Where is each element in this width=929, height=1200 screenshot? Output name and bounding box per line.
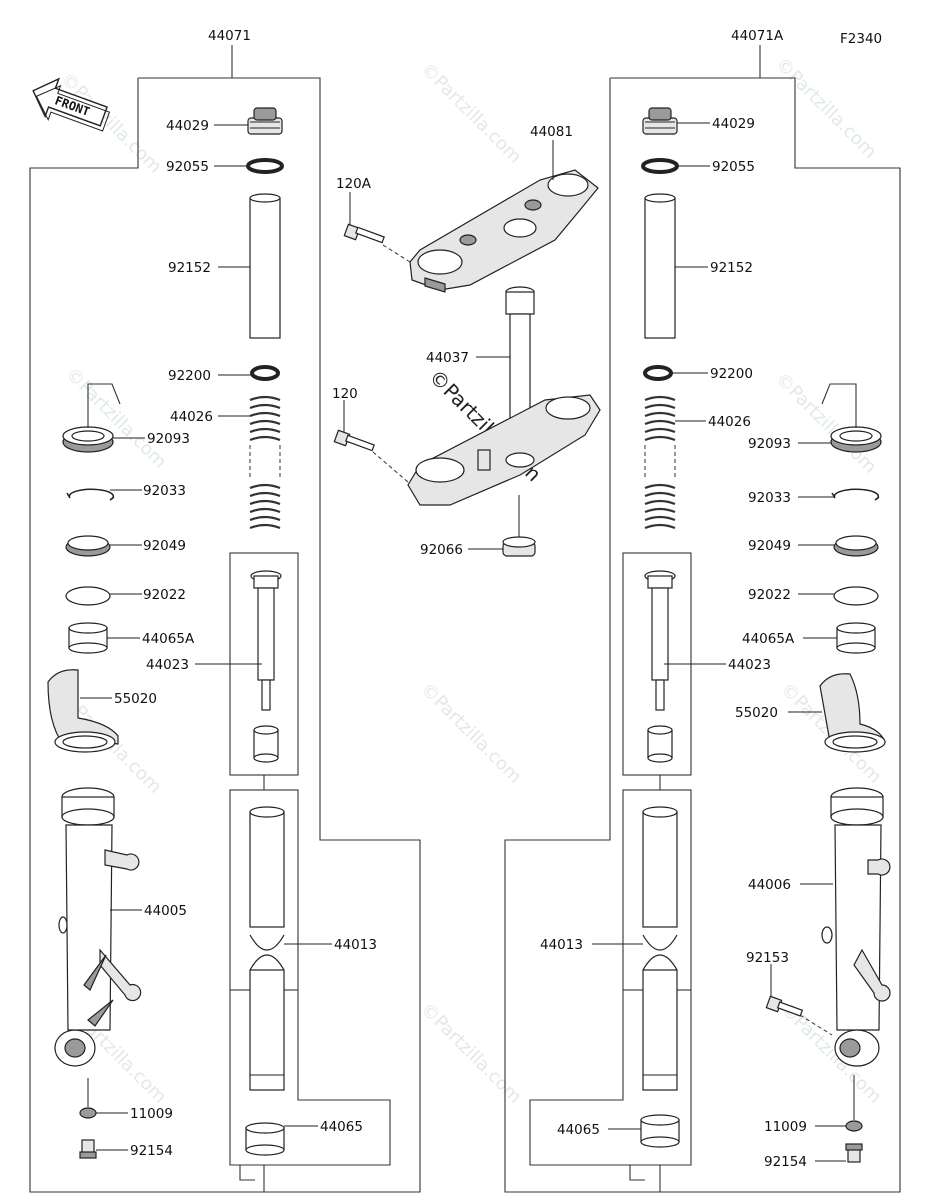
gasket [845,1120,863,1132]
fork-cylinder [250,570,282,763]
part-label: 92055 [712,159,755,175]
dust-seal [62,383,121,453]
guide-bushing [68,622,108,654]
left-parts [47,107,285,1159]
slide-bushing [640,1114,680,1148]
stem-cap [502,536,536,557]
watermark: ©Partzilla.com [416,679,525,788]
part-label: 44023 [728,657,771,673]
part-label: 92154 [764,1154,807,1170]
part-label: 92093 [147,431,190,447]
fork-protector [819,673,886,753]
part-label: 44029 [166,118,209,134]
part-label: 44006 [748,877,791,893]
bolt-120a [343,223,411,263]
center-labels: 44081 120A 44037 120 92066 [332,124,573,558]
part-label: 44065 [320,1119,363,1135]
o-ring [246,158,284,174]
part-label: 92022 [143,587,186,603]
watermark: ©Partzilla.com [771,54,880,163]
watermark: ©Partzilla.com [416,59,525,168]
fork-cylinder [644,570,676,763]
figure-code: F2340 [840,31,882,47]
spacer-collar [249,193,281,339]
spacer-collar [644,193,676,339]
fork-spring [644,395,676,530]
washer [833,586,879,606]
fork-protector [47,669,119,753]
watermark: ©Partzilla.com [771,369,880,478]
part-label: 92033 [143,483,186,499]
left-labels: 44029 92055 92152 92200 44026 92093 9203… [80,118,377,1159]
part-label: 120 [332,386,358,402]
oil-seal [833,535,879,557]
part-label: 92055 [166,159,209,175]
part-label: 55020 [735,705,778,721]
axle-clamp-bolt [765,995,833,1036]
upper-bracket [409,169,599,293]
part-label: 92154 [130,1143,173,1159]
fork-spring [249,395,281,530]
right-parts [640,107,891,1163]
part-label: 92049 [143,538,186,554]
part-label: 44023 [146,657,189,673]
part-label: 44013 [540,937,583,953]
slide-bushing [245,1122,285,1156]
watermark: ©Partzilla.com [416,999,525,1108]
part-label: 44029 [712,116,755,132]
assembly-number-right: 44071A [731,28,784,44]
part-label: 11009 [130,1106,173,1122]
watermark: ©Partzilla.com [61,364,170,473]
drain-bolt [79,1139,97,1159]
part-label: 55020 [114,691,157,707]
part-label: 92033 [748,490,791,506]
part-label: 92152 [168,260,211,276]
gasket [79,1107,97,1119]
washer [65,586,111,606]
washer [643,365,673,381]
part-label: 92200 [168,368,211,384]
outer-tube-right [821,787,891,1067]
part-label: 92093 [748,436,791,452]
part-label: 44013 [334,937,377,953]
part-label: 120A [336,176,372,192]
steering-stem [407,286,601,506]
inner-tube-right [642,806,678,1091]
o-ring [641,158,679,174]
part-label: 44005 [144,903,187,919]
part-label: 44026 [170,409,213,425]
part-label: 92153 [746,950,789,966]
watermark: ©Partzilla.com [56,69,165,178]
bolt-120 [333,429,409,483]
part-label: 92066 [420,542,463,558]
part-label: 44037 [426,350,469,366]
center-parts [333,169,601,557]
part-label: 11009 [764,1119,807,1135]
part-label: 92152 [710,260,753,276]
snap-ring [66,488,115,501]
drain-bolt [845,1143,863,1163]
part-label: 44065A [142,631,195,647]
guide-bushing [836,622,876,654]
fork-cap-bolt [247,107,283,135]
inner-tube-left [249,806,285,1091]
dust-seal [821,383,882,453]
right-labels: 44029 92055 92152 92200 44026 92093 9203… [540,116,846,1170]
assembly-number-left: 44071 [208,28,251,44]
part-label: 44081 [530,124,573,140]
fork-cap-bolt [642,107,678,135]
washer [250,365,280,381]
outer-tube-left [54,787,142,1067]
part-label: 44026 [708,414,751,430]
part-label: 92200 [710,366,753,382]
oil-seal [65,535,111,557]
part-label: 44065A [742,631,795,647]
part-label: 44065 [557,1122,600,1138]
part-label: 92022 [748,587,791,603]
snap-ring [831,488,880,501]
part-label: 92049 [748,538,791,554]
right-assembly-frame: 44071A [504,28,901,1193]
